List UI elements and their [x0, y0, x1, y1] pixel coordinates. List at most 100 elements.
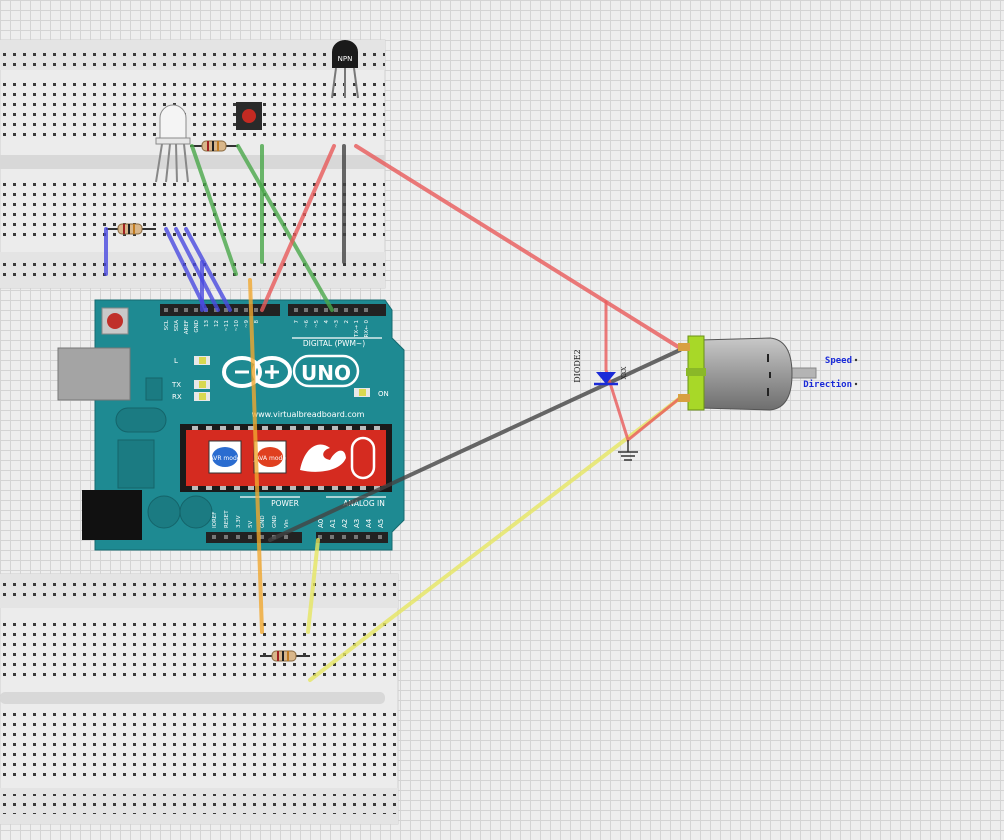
- digital-label: DIGITAL (PWM~): [303, 339, 365, 348]
- resistor-button[interactable]: [106, 223, 156, 235]
- led-rx-label: RX: [172, 393, 182, 401]
- digital-pin-label: AREF: [184, 320, 190, 334]
- avr-logo-text: AVR mode: [210, 455, 241, 462]
- java-logo-icon: [257, 447, 283, 467]
- digital-pin[interactable]: [234, 308, 238, 312]
- digital-pin[interactable]: [294, 308, 298, 312]
- led-l-label: L: [174, 357, 178, 365]
- push-button[interactable]: [236, 102, 262, 130]
- power-pin[interactable]: [212, 535, 216, 539]
- power-pin[interactable]: [284, 535, 288, 539]
- digital-pin-label: 7: [294, 320, 300, 324]
- model-label: UNO: [301, 361, 351, 385]
- power-pin-label: IOREF: [212, 512, 218, 528]
- rgb-led[interactable]: [155, 104, 191, 183]
- wire-yellow-2: [308, 396, 682, 682]
- motor-direction-label: Direction: [803, 379, 852, 390]
- analog-pin-label: A4: [365, 518, 373, 528]
- wire-yellow-1: [306, 538, 320, 634]
- wire-green-3: [236, 144, 334, 312]
- digital-pin[interactable]: [344, 308, 348, 312]
- digital-pin[interactable]: [324, 308, 328, 312]
- wire-orange-1: [248, 278, 264, 634]
- digital-pin[interactable]: [244, 308, 248, 312]
- resistor-bottom[interactable]: [260, 650, 310, 662]
- digital-pin[interactable]: [334, 308, 338, 312]
- analog-pin[interactable]: [366, 535, 370, 539]
- analog-pin[interactable]: [378, 535, 382, 539]
- power-pin[interactable]: [248, 535, 252, 539]
- digital-pin-label: ~10: [234, 320, 240, 332]
- wire-blue-2: [164, 227, 208, 312]
- analog-pin-label: A0: [317, 519, 325, 528]
- usb-connector: [57, 347, 131, 401]
- wire-red-1: [260, 144, 336, 312]
- diode-sublabel: XXX: [621, 366, 628, 380]
- analog-pin[interactable]: [354, 535, 358, 539]
- resistor-led[interactable]: [190, 140, 238, 152]
- dc-motor[interactable]: Speed Direction: [678, 335, 858, 411]
- digital-pin-label: 12: [214, 320, 220, 327]
- led-tx-label: TX: [171, 381, 181, 389]
- power-pin[interactable]: [224, 535, 228, 539]
- digital-pin[interactable]: [194, 308, 198, 312]
- flame-logo-icon: [300, 444, 346, 472]
- digital-pin[interactable]: [184, 308, 188, 312]
- motor-speed-label: Speed: [825, 356, 852, 366]
- power-pin[interactable]: [260, 535, 264, 539]
- wires[interactable]: [104, 144, 682, 682]
- digital-pin-label: ~9: [244, 320, 250, 329]
- digital-pin-label: GND: [194, 320, 200, 333]
- wire-red-diode: [604, 300, 682, 443]
- digital-pin-label: TX→ 1: [354, 320, 360, 338]
- digital-pin-label: ~5: [314, 320, 320, 329]
- digital-pin[interactable]: [354, 308, 358, 312]
- website-label: www.virtualbreadboard.com: [252, 410, 365, 419]
- motor-terminal-2: [678, 394, 690, 402]
- analog-label: ANALOG IN: [343, 499, 385, 508]
- digital-pin[interactable]: [364, 308, 368, 312]
- breadboard-bottom[interactable]: [0, 573, 399, 825]
- digital-pin[interactable]: [304, 308, 308, 312]
- breadboard-top[interactable]: [0, 39, 386, 289]
- power-pin-label: GND: [272, 515, 278, 528]
- led-on-label: ON: [378, 390, 389, 398]
- npn-transistor[interactable]: NPN: [331, 40, 359, 99]
- digital-pin[interactable]: [174, 308, 178, 312]
- digital-pin-label: 8: [254, 320, 260, 324]
- analog-pin[interactable]: [318, 535, 322, 539]
- motor-terminal-1: [678, 343, 690, 351]
- power-header: [206, 532, 302, 543]
- wire-green-1: [190, 144, 238, 276]
- diode[interactable]: DIODE2 XXX: [573, 349, 628, 386]
- digital-pin[interactable]: [224, 308, 228, 312]
- digital-pin-label: 4: [324, 320, 330, 324]
- power-pin-label: 3.3V: [236, 515, 242, 528]
- digital-pin-label: SDA: [174, 320, 180, 332]
- power-pin[interactable]: [236, 535, 240, 539]
- digital-pin[interactable]: [254, 308, 258, 312]
- ground-icon: [618, 440, 638, 461]
- digital-pin-label: RX← 0: [364, 320, 370, 338]
- analog-pin[interactable]: [330, 535, 334, 539]
- digital-pin-label: ~6: [304, 320, 310, 329]
- power-pin-label: RESET: [224, 510, 230, 528]
- analog-pin[interactable]: [342, 535, 346, 539]
- diode-label: DIODE2: [573, 349, 582, 382]
- digital-pin[interactable]: [164, 308, 168, 312]
- digital-pin-label: 2: [344, 320, 350, 324]
- analog-pin-label: A5: [377, 519, 385, 528]
- analog-header: [316, 532, 388, 543]
- analog-pin-label: A3: [353, 519, 361, 528]
- analog-pin-label: A2: [341, 519, 349, 528]
- digital-pin-label: SCL: [164, 319, 170, 330]
- power-pin-label: GND: [260, 515, 266, 528]
- wire-blue-4: [184, 227, 232, 312]
- power-label: POWER: [271, 499, 299, 508]
- java-logo-text: JAVA mode: [253, 455, 286, 462]
- avr-logo-icon: [212, 447, 238, 467]
- digital-pin[interactable]: [314, 308, 318, 312]
- analog-pin-label: A1: [329, 519, 337, 528]
